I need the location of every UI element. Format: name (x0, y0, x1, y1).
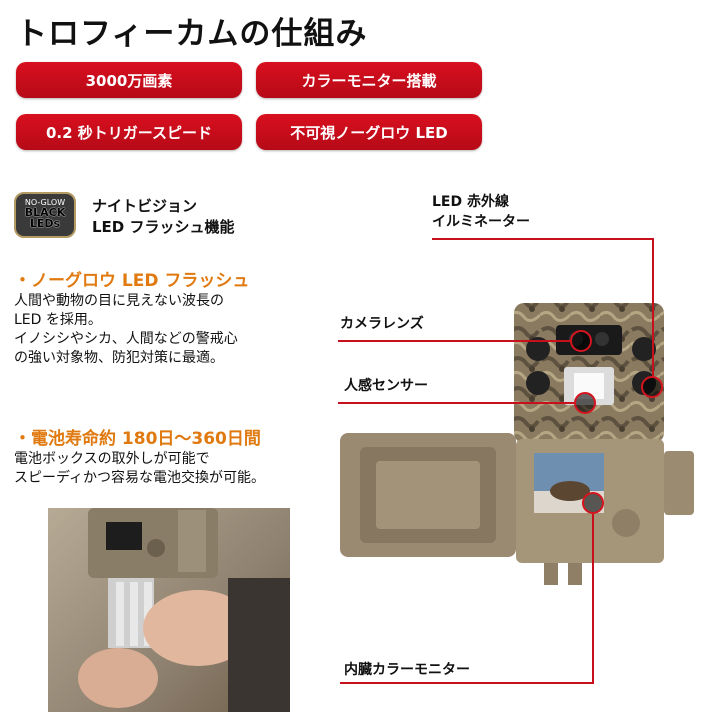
callout-led-illuminator: LED 赤外線 イルミネーター (432, 192, 530, 232)
no-glow-badge-icon: NO-GLOW BLACK LEDs (14, 192, 76, 238)
callout-line-lens (338, 340, 570, 342)
callout-line-monitor (340, 682, 594, 684)
night-vision-line1: ナイトビジョン (92, 197, 198, 215)
callout-camera-lens: カメラレンズ (340, 316, 424, 332)
callout-line-led (432, 238, 654, 240)
section2-line: 電池ボックスの取外しが可能で (14, 451, 210, 467)
callout-line-led-vertical (652, 238, 654, 378)
night-vision-line2: LED フラッシュ機能 (92, 218, 235, 236)
marker-monitor-dot (582, 492, 604, 514)
battery-photo (48, 508, 290, 712)
callout-motion-sensor: 人感センサー (344, 378, 428, 394)
badge-line1: NO-GLOW (24, 198, 66, 207)
callout-led-line1: LED 赤外線 (432, 194, 509, 210)
battery-swap-illustration (78, 508, 290, 712)
callout-line-monitor-vertical (592, 514, 594, 682)
feature-pill-no-glow-led: 不可視ノーグロウ LED (256, 114, 482, 150)
night-vision-label: ナイトビジョン LED フラッシュ機能 (92, 196, 234, 238)
badge-line2: BLACK (24, 206, 66, 219)
section1-line: の強い対象物、防犯対策に最適。 (14, 350, 224, 366)
callout-led-line2: イルミネーター (432, 214, 530, 230)
section-heading-battery: ・電池寿命約 180日〜360日間 (14, 429, 261, 449)
callout-line-sensor (338, 402, 574, 404)
section1-line: LED を採用。 (14, 312, 102, 328)
section1-line: 人間や動物の目に見えない波長の (14, 293, 224, 309)
section-heading-no-glow: ・ノーグロウ LED フラッシュ (14, 271, 250, 291)
marker-sensor-dot (574, 392, 596, 414)
section1-line: イノシシやシカ、人間などの警戒心 (14, 331, 238, 347)
section-body-battery: 電池ボックスの取外しが可能で スピーディかつ容易な電池交換が可能。 (14, 450, 265, 488)
badge-line3: LEDs (29, 217, 61, 230)
marker-lens-dot (570, 330, 592, 352)
feature-pill-trigger-speed: 0.2 秒トリガースピード (16, 114, 242, 150)
section2-line: スピーディかつ容易な電池交換が可能。 (14, 470, 266, 486)
feature-pill-color-monitor: カラーモニター搭載 (256, 62, 482, 98)
callout-color-monitor: 内臓カラーモニター (344, 662, 470, 678)
page-title: トロフィーカムの仕組み (16, 16, 368, 52)
feature-pill-megapixels: 3000万画素 (16, 62, 242, 98)
section-body-no-glow: 人間や動物の目に見えない波長の LED を採用。 イノシシやシカ、人間などの警戒… (14, 292, 238, 368)
marker-led-dot (641, 376, 663, 398)
